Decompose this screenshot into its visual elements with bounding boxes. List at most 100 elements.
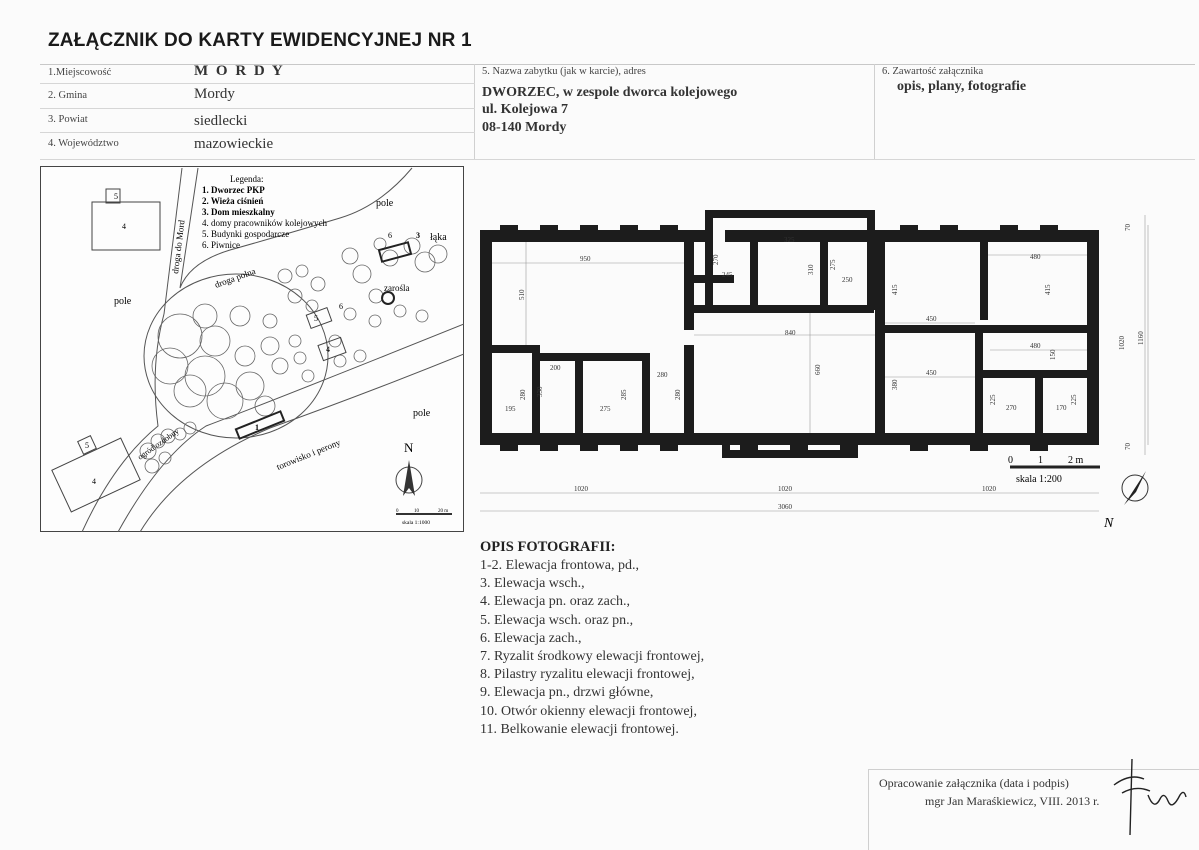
dim-label: 660 xyxy=(814,364,822,375)
opis-item: 9. Elewacja pn., drzwi główne, xyxy=(480,685,654,701)
signature-label: Opracowanie załącznika (data i podpis) xyxy=(879,776,1069,790)
row-separator xyxy=(40,83,475,84)
dim-label: 250 xyxy=(842,276,853,284)
site-label: 5 xyxy=(314,314,318,323)
dim-label: 330 xyxy=(536,386,544,397)
dim-label: 195 xyxy=(505,405,516,413)
north-label: N xyxy=(404,440,414,455)
site-label: pole xyxy=(413,408,431,419)
north-label: N xyxy=(1103,516,1114,531)
field-label-nazwa: 5. Nazwa zabytku (jak w karcie), adres xyxy=(482,66,646,77)
nazwa-line-3: 08-140 Mordy xyxy=(482,120,567,135)
field-label-gmina: 2. Gmina xyxy=(48,90,88,101)
dim-label: 270 xyxy=(712,254,720,265)
page-title: ZAŁĄCZNIK DO KARTY EWIDENCYJNEJ NR 1 xyxy=(48,30,472,51)
site-label: pole xyxy=(376,198,394,209)
field-label-wojewodztwo: 4. Województwo xyxy=(48,138,119,149)
dim-label: 70 xyxy=(1124,443,1132,451)
site-label: 3 xyxy=(416,231,420,240)
opis-list: 1-2. Elewacja frontowa, pd., 3. Elewacja… xyxy=(480,557,704,739)
site-label: 5 xyxy=(114,192,118,201)
nazwa-line-2: ul. Kolejowa 7 xyxy=(482,102,568,117)
site-label: 6 xyxy=(388,231,392,240)
dim-label: 450 xyxy=(926,315,937,323)
opis-item: 1-2. Elewacja frontowa, pd., xyxy=(480,558,639,573)
dim-label: 840 xyxy=(785,329,796,337)
dim-label: 1020 xyxy=(982,485,997,493)
scale-label: 20 m xyxy=(438,509,448,514)
dim-label: 275 xyxy=(829,259,837,270)
dim-label: 225 xyxy=(1070,394,1078,405)
scale-label: 2 m xyxy=(1068,455,1084,466)
field-value-gmina: Mordy xyxy=(194,86,235,102)
dim-label: 225 xyxy=(989,394,997,405)
dim-label: 275 xyxy=(600,405,611,413)
legend-item: 4. domy pracowników kolejowych xyxy=(202,218,327,228)
site-label: 4 xyxy=(92,477,96,486)
field-value-powiat: siedlecki xyxy=(194,113,248,129)
field-value-wojewodztwo: mazowieckie xyxy=(194,136,274,152)
dim-label: 325 xyxy=(784,236,795,244)
dim-label: 150 xyxy=(1049,349,1057,360)
field-label-miejscowosc: 1.Miejscowość xyxy=(48,67,112,78)
site-label: zarośla xyxy=(384,283,409,293)
dim-label: 480 xyxy=(1030,253,1041,261)
site-plan: 5 4 5 4 5 4 1 3 6 6 pole pole pole łąka … xyxy=(40,166,464,532)
site-label: 4 xyxy=(122,222,126,231)
legend-item: 1. Dworzec PKP xyxy=(202,185,265,195)
dim-label: 510 xyxy=(518,289,526,300)
dim-label: 200 xyxy=(550,364,561,372)
opis-title: OPIS FOTOGRAFII: xyxy=(480,539,616,555)
dim-label: 415 xyxy=(1044,284,1052,295)
site-label: 4 xyxy=(326,345,330,354)
dim-label: 480 xyxy=(1030,342,1041,350)
scale-label: 1 xyxy=(1038,455,1043,466)
site-label: 1 xyxy=(255,423,259,432)
nazwa-line-1: DWORZEC, w zespole dworca kolejowego xyxy=(482,85,738,100)
header-divider xyxy=(474,64,475,160)
floor-plan: 950 510 270 325 310 275 245 250 840 660 … xyxy=(480,210,1149,531)
dim-label: 1020 xyxy=(1118,336,1126,351)
dim-label: 3060 xyxy=(778,503,793,511)
dim-label: 170 xyxy=(1056,404,1067,412)
signature-box xyxy=(868,769,1199,850)
scale-label: 0 xyxy=(1008,455,1013,466)
site-label: 6 xyxy=(339,302,343,311)
header-divider xyxy=(874,64,875,160)
opis-item: 4. Elewacja pn. oraz zach., xyxy=(480,594,631,610)
opis-item: 10. Otwór okienny elewacji frontowej, xyxy=(480,703,697,719)
dim-label: 950 xyxy=(580,255,591,263)
dim-label: 285 xyxy=(620,389,628,400)
site-label: pole xyxy=(114,296,132,307)
dim-label: 1020 xyxy=(778,485,793,493)
field-value-miejscowosc: M O R D Y xyxy=(194,63,285,79)
header-bottom-line xyxy=(40,159,1195,160)
legend-item: 6. Piwnice xyxy=(202,240,240,250)
field-label-powiat: 3. Powiat xyxy=(48,114,88,125)
legend-item: 5. Budynki gospodarcze xyxy=(202,229,289,239)
field-value-zawartosc: opis, plany, fotografie xyxy=(897,79,1027,94)
dim-label: 270 xyxy=(1006,404,1017,412)
row-separator xyxy=(40,108,475,109)
row-separator xyxy=(40,132,475,133)
opis-item: 3. Elewacja wsch., xyxy=(480,576,585,592)
scale-label: 0 xyxy=(396,509,399,514)
header-table xyxy=(40,64,1195,161)
legend-item: 2. Wieża ciśnień xyxy=(202,196,263,206)
dim-label: 415 xyxy=(891,284,899,295)
dim-label: 450 xyxy=(926,369,937,377)
signature-author: mgr Jan Maraśkiewicz, VIII. 2013 r. xyxy=(925,794,1100,808)
scale-label: skala 1:200 xyxy=(1016,474,1062,485)
opis-item: 8. Pilastry ryzalitu elewacji frontowej, xyxy=(480,667,695,683)
dim-label: 1160 xyxy=(1137,331,1145,345)
field-label-zawartosc: 6. Zawartość załącznika xyxy=(882,66,984,77)
dim-label: 380 xyxy=(891,379,899,390)
legend-title: Legenda: xyxy=(230,174,263,184)
dim-label: 280 xyxy=(657,371,668,379)
dim-label: 245 xyxy=(722,271,733,279)
compass-icon xyxy=(1121,474,1149,502)
opis-item: 5. Elewacja wsch. oraz pn., xyxy=(480,612,634,628)
dim-label: 310 xyxy=(807,264,815,275)
site-label: 5 xyxy=(85,441,89,450)
site-label: łąka xyxy=(430,232,447,243)
